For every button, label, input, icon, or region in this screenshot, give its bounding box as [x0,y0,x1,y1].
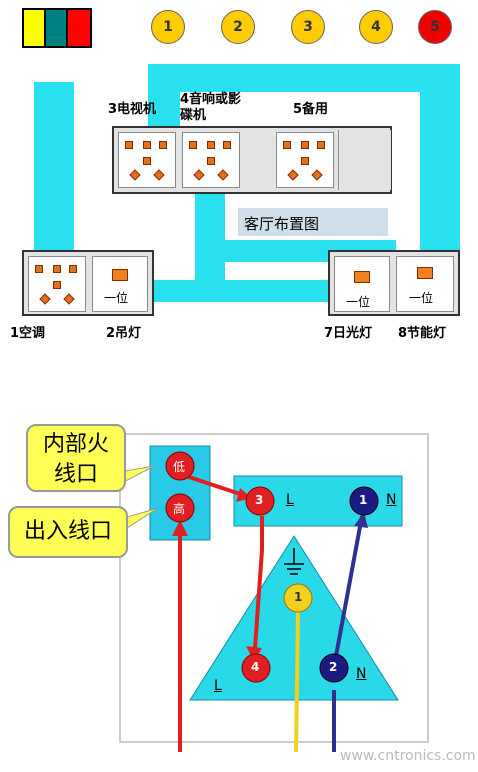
chandelier-label: 2吊灯 [106,326,142,341]
duct-center-vertical [195,190,225,280]
tv-socket [118,132,176,188]
port-high-label: 高 [173,502,186,516]
ac-label: 1空调 [10,326,46,341]
duct-right-vertical [420,64,460,260]
wire-live-drop [252,516,264,663]
spare-blank-plate [338,130,391,190]
room-title: 客厅布置图 [244,215,320,233]
fluorescent-label: 7日光灯 [324,326,373,341]
watermark: www.cntronics.com [340,748,476,764]
terminal-1e-number: 1 [294,590,303,604]
triangle-socket [189,535,399,701]
color-swatch-red [66,8,92,48]
terminal-2-number: 2 [329,660,338,674]
terminal-4-number: 4 [251,660,260,674]
legend-number-4: 4 [359,10,393,44]
energy-saving-switch: 一位 [396,256,454,312]
legend-number-5: 5 [418,10,452,44]
legend-number-1: 1 [151,10,185,44]
duct-left-vertical [34,82,74,254]
terminal-4-live [241,653,271,683]
energy-saving-label: 8节能灯 [398,326,447,341]
triangle-N: N [356,666,367,682]
callout-internal-live-port: 内部火 线口 [26,424,126,492]
port-low [165,451,195,481]
legend-number-3: 3 [291,10,325,44]
fluorescent-switch: 一位 [334,256,390,312]
terminal-3-live [245,486,275,516]
callout-entry-port: 出入线口 [8,506,128,558]
duct-bottom-horizontal [148,280,344,302]
triangle-L: L [214,678,222,694]
room-title-band [238,208,388,236]
terminal-bar-N: N [386,492,397,508]
legend-number-2: 2 [221,10,255,44]
spare-socket [276,132,334,188]
terminal-1n-number: 1 [359,493,368,507]
wire-earth [294,611,300,753]
wiring-diagram [119,433,429,753]
audio-socket [182,132,240,188]
terminal-3-number: 3 [255,493,264,507]
duct-top-left-drop [148,64,180,130]
ground-icon [284,548,304,575]
color-swatch-teal [44,8,70,48]
wire-neutral [334,515,364,657]
audio-label: 4音响或影 碟机 [180,92,242,123]
ac-socket [28,256,86,312]
color-swatch-yellow [22,8,48,48]
tv-label: 3电视机 [108,102,157,117]
terminal-1-earth [283,583,313,613]
terminal-bar-L: L [286,492,294,508]
port-high [165,493,195,523]
chandelier-switch: 一位 [92,256,148,312]
terminal-1-neutral [349,486,379,516]
duct-top-horizontal [148,64,460,92]
spare-label: 5备用 [293,102,329,117]
terminal-2-neutral [319,653,349,683]
port-low-label: 低 [173,460,186,474]
